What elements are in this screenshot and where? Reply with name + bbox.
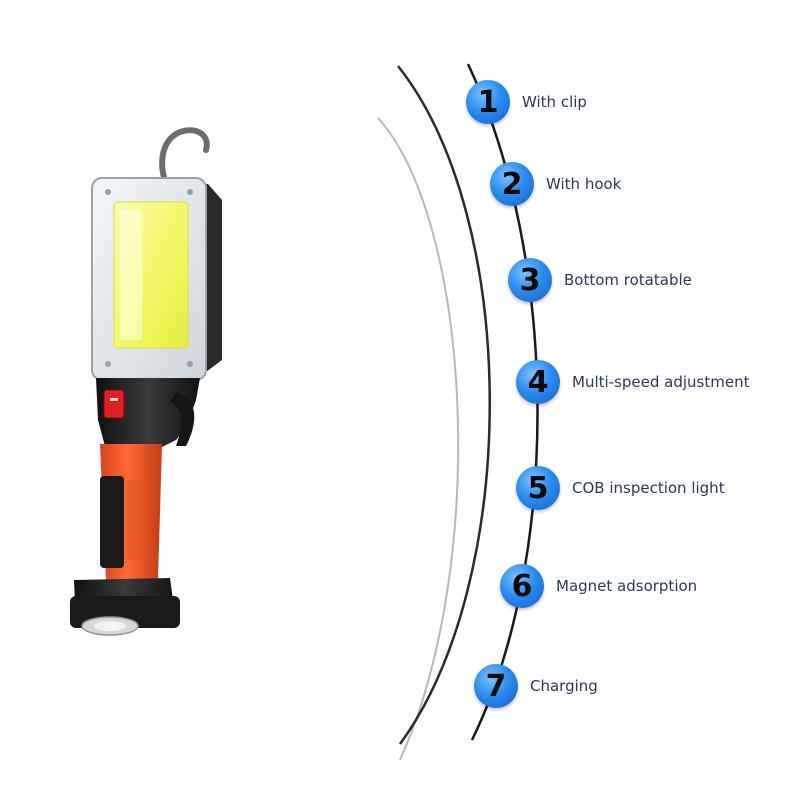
grip-inlay (100, 476, 124, 568)
feature-item-2: 2 With hook (490, 162, 621, 206)
decorative-arc-outer (377, 117, 460, 761)
feature-number-badge: 5 (516, 466, 560, 510)
feature-label: With hook (546, 175, 622, 193)
decorative-arc-inner (466, 63, 539, 741)
feature-label: Magnet adsorption (556, 577, 698, 595)
decorative-arc-middle (397, 65, 491, 745)
feature-number-badge: 3 (508, 258, 552, 302)
feature-label: Charging (530, 677, 598, 695)
feature-number-badge: 6 (500, 564, 544, 608)
feature-number-badge: 2 (490, 162, 534, 206)
feature-number-badge: 4 (516, 360, 560, 404)
feature-item-6: 6 Magnet adsorption (500, 564, 697, 608)
feature-item-5: 5 COB inspection light (516, 466, 725, 510)
hook (159, 127, 210, 191)
feature-item-1: 1 With clip (466, 80, 587, 124)
feature-label: COB inspection light (572, 479, 725, 497)
feature-label: With clip (522, 93, 587, 111)
feature-item-3: 3 Bottom rotatable (508, 258, 692, 302)
feature-label: Bottom rotatable (564, 271, 692, 289)
feature-label: Multi-speed adjustment (572, 373, 750, 391)
feature-item-7: 7 Charging (474, 664, 598, 708)
power-switch (103, 389, 125, 419)
feature-item-4: 4 Multi-speed adjustment (516, 360, 749, 404)
feature-number-badge: 7 (474, 664, 518, 708)
feature-number-badge: 1 (466, 80, 510, 124)
